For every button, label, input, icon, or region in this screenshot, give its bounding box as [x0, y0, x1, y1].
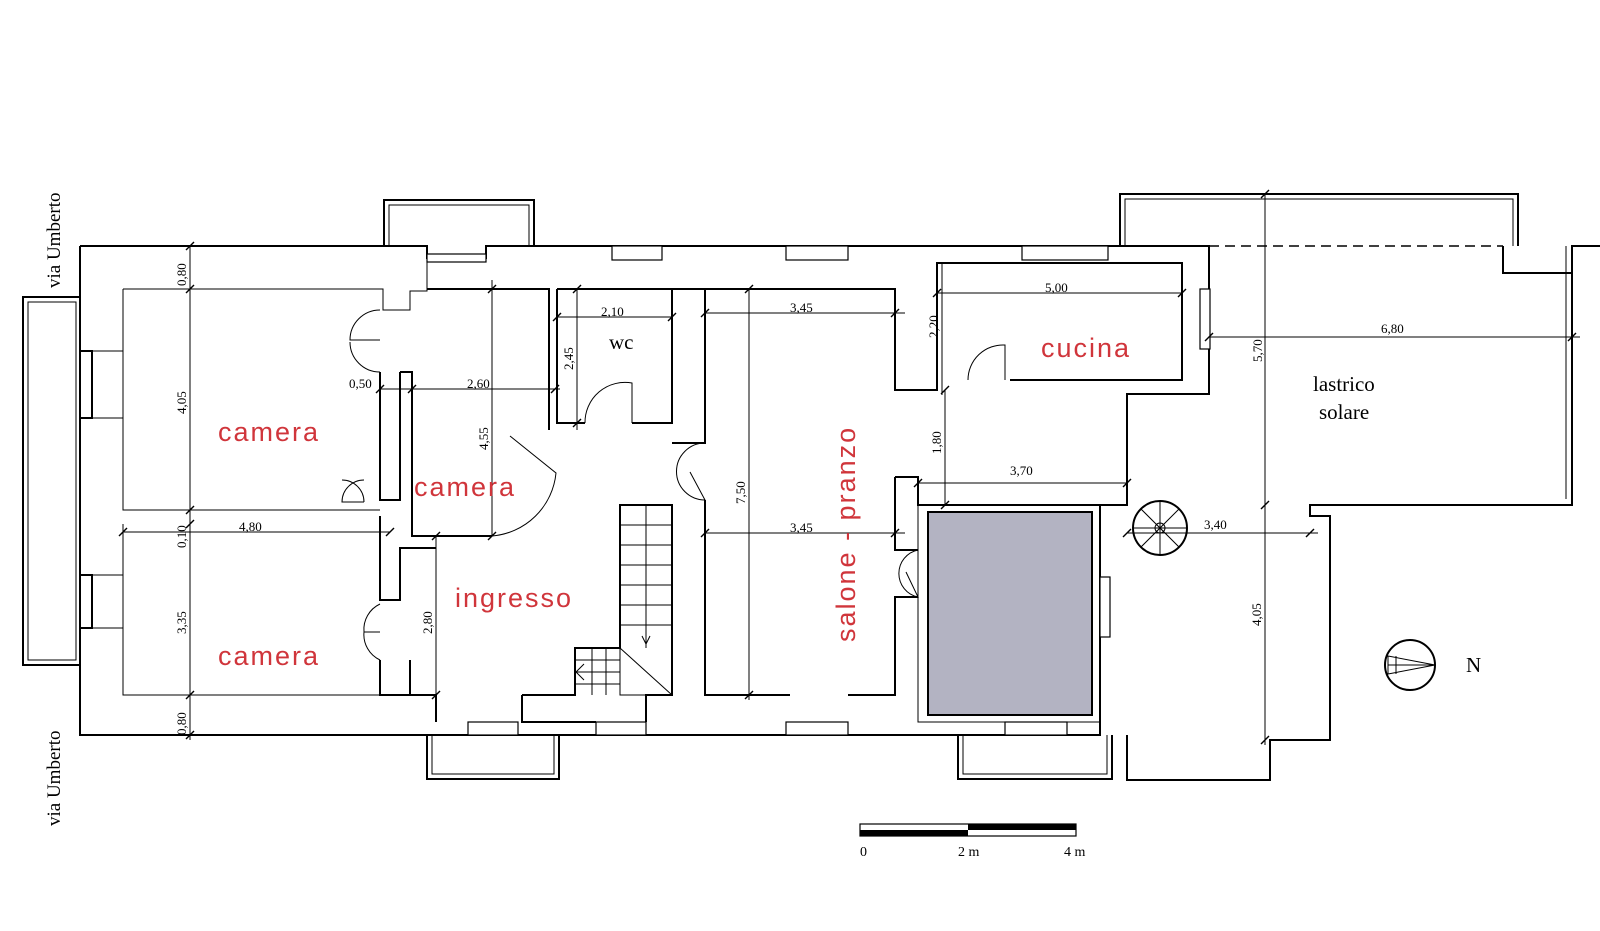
- bottom-balcony-left: [426, 735, 560, 780]
- scale-label-mid: 2 m: [958, 845, 980, 860]
- bottom-windows: [467, 721, 1068, 736]
- terrace-label-line2: solare: [1319, 400, 1369, 424]
- scale-label-start: 0: [860, 845, 867, 860]
- dim-750: 7,50: [733, 481, 748, 504]
- north-arrow-icon: [1384, 639, 1436, 691]
- bottom-balcony-right: [957, 735, 1113, 780]
- room-label-camera-mid: camera: [414, 472, 516, 502]
- dim-245: 2,45: [561, 347, 576, 370]
- room-label-cucina: cucina: [1041, 333, 1131, 363]
- doors: [341, 309, 1006, 661]
- dim-080-top: 0,80: [174, 263, 189, 286]
- staircase: [575, 504, 673, 696]
- street-label-bottom: via Umberto: [44, 730, 65, 826]
- dim-500: 5,00: [1045, 280, 1068, 295]
- dim-050: 0,50: [349, 376, 372, 391]
- top-balcony: [383, 199, 535, 245]
- dim-370: 3,70: [1010, 463, 1033, 478]
- dim-280: 2,80: [420, 611, 435, 634]
- dim-405-left: 4,05: [174, 391, 189, 414]
- dim-260: 2,60: [467, 376, 490, 391]
- scale-bar: [859, 823, 1077, 837]
- dim-340: 3,40: [1204, 517, 1227, 532]
- dim-345-top: 3,45: [790, 300, 813, 315]
- terrace: [1119, 193, 1600, 781]
- room-label-salone: salone - pranzo: [831, 426, 861, 642]
- room-label-wc: wc: [609, 330, 634, 354]
- room-label-camera-top: camera: [218, 417, 320, 447]
- dim-480: 4,80: [239, 519, 262, 534]
- top-windows: [426, 245, 1109, 263]
- shaded-block: [927, 511, 1093, 716]
- dim-570: 5,70: [1250, 339, 1265, 362]
- dim-180: 1,80: [929, 431, 944, 454]
- spiral-stair-icon: [1132, 500, 1188, 556]
- street-label-top: via Umberto: [44, 192, 65, 288]
- dim-455: 4,55: [476, 427, 491, 450]
- dim-335: 3,35: [174, 611, 189, 634]
- room-label-camera-bottom: camera: [218, 641, 320, 671]
- dim-680: 6,80: [1381, 321, 1404, 336]
- dim-010: 0,10: [174, 525, 189, 548]
- terrace-label-line1: lastrico: [1313, 372, 1375, 396]
- dim-080-bottom: 0,80: [174, 712, 189, 735]
- room-label-ingresso: ingresso: [455, 583, 573, 613]
- dim-210: 2,10: [601, 304, 624, 319]
- left-balcony: [22, 296, 81, 666]
- dim-220: 2,20: [926, 315, 941, 338]
- scale-label-end: 4 m: [1064, 845, 1086, 860]
- dim-345-mid: 3,45: [790, 520, 813, 535]
- dimension-lines: [118, 189, 1580, 745]
- dim-405-right: 4,05: [1249, 603, 1264, 626]
- north-label: N: [1466, 653, 1481, 677]
